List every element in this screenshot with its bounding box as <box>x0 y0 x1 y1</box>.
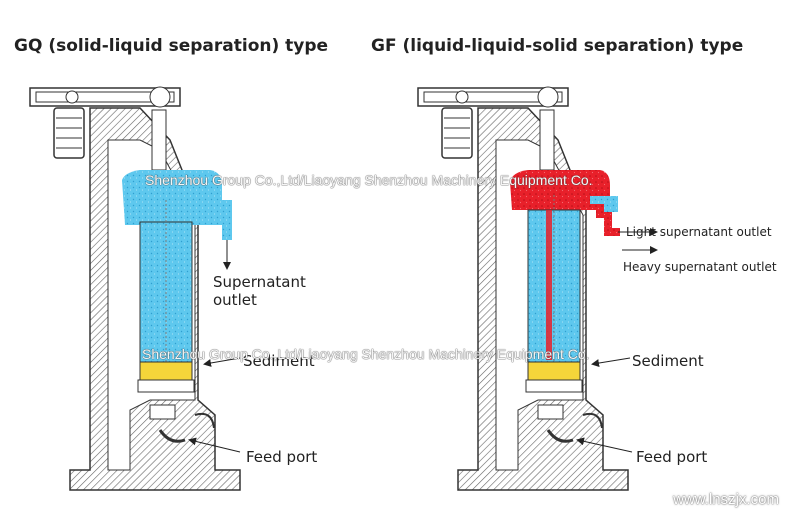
gq-motor <box>53 107 85 159</box>
gq-sediment <box>139 361 193 381</box>
gq-feed-pipe <box>158 429 186 443</box>
gf-heavy-label: Heavy supernatant outlet <box>623 260 777 274</box>
gf-pulley-right <box>537 86 559 108</box>
gf-heavy-core <box>546 210 552 360</box>
gq-outlet-arm <box>200 200 232 240</box>
gf-heavy-head <box>510 170 610 210</box>
gf-feed-label: Feed port <box>636 448 707 466</box>
gq-liquid-head <box>122 170 222 225</box>
gf-sediment <box>527 361 581 381</box>
gf-heavy-outlet <box>596 210 620 236</box>
gf-feed-arrow <box>576 437 633 453</box>
gq-feed-label: Feed port <box>246 448 317 466</box>
gq-sediment-label: Sediment <box>243 352 315 370</box>
gf-light-label: Light supernatant outlet <box>626 225 772 239</box>
gq-outlet-label-2: outlet <box>213 291 257 309</box>
gf-centrifuge <box>417 86 658 491</box>
gq-centrifuge <box>29 86 241 491</box>
gq-pulley-right <box>149 86 171 108</box>
gq-sediment-arrow <box>203 357 241 367</box>
watermark-middle: Shenzhou Group Co.,Ltd/Liaoyang Shenzhou… <box>142 346 590 362</box>
gf-pulley-left <box>455 90 469 104</box>
gq-feed-fitting <box>149 404 176 420</box>
gf-sediment-label: Sediment <box>632 352 704 370</box>
left-diagram-title: GQ (solid-liquid separation) type <box>14 36 329 56</box>
gf-feed-fitting <box>537 404 564 420</box>
gf-sediment-arrow <box>591 357 631 367</box>
gf-light-outlet <box>590 196 618 212</box>
gq-feed-arrow <box>188 437 241 453</box>
gq-pulley-left <box>65 90 79 104</box>
gf-motor <box>441 107 473 159</box>
gq-spindle <box>151 109 167 171</box>
right-diagram-title: GF (liquid-liquid-solid separation) type <box>371 36 744 56</box>
gf-feed-pipe <box>546 429 574 443</box>
gq-outlet-label-1: Supernatant <box>213 273 306 291</box>
gf-spindle <box>539 109 555 171</box>
watermark-top: Shenzhou Group Co.,Ltd/Liaoyang Shenzhou… <box>145 172 593 188</box>
footer-url: www.lnszjx.com <box>673 491 779 508</box>
